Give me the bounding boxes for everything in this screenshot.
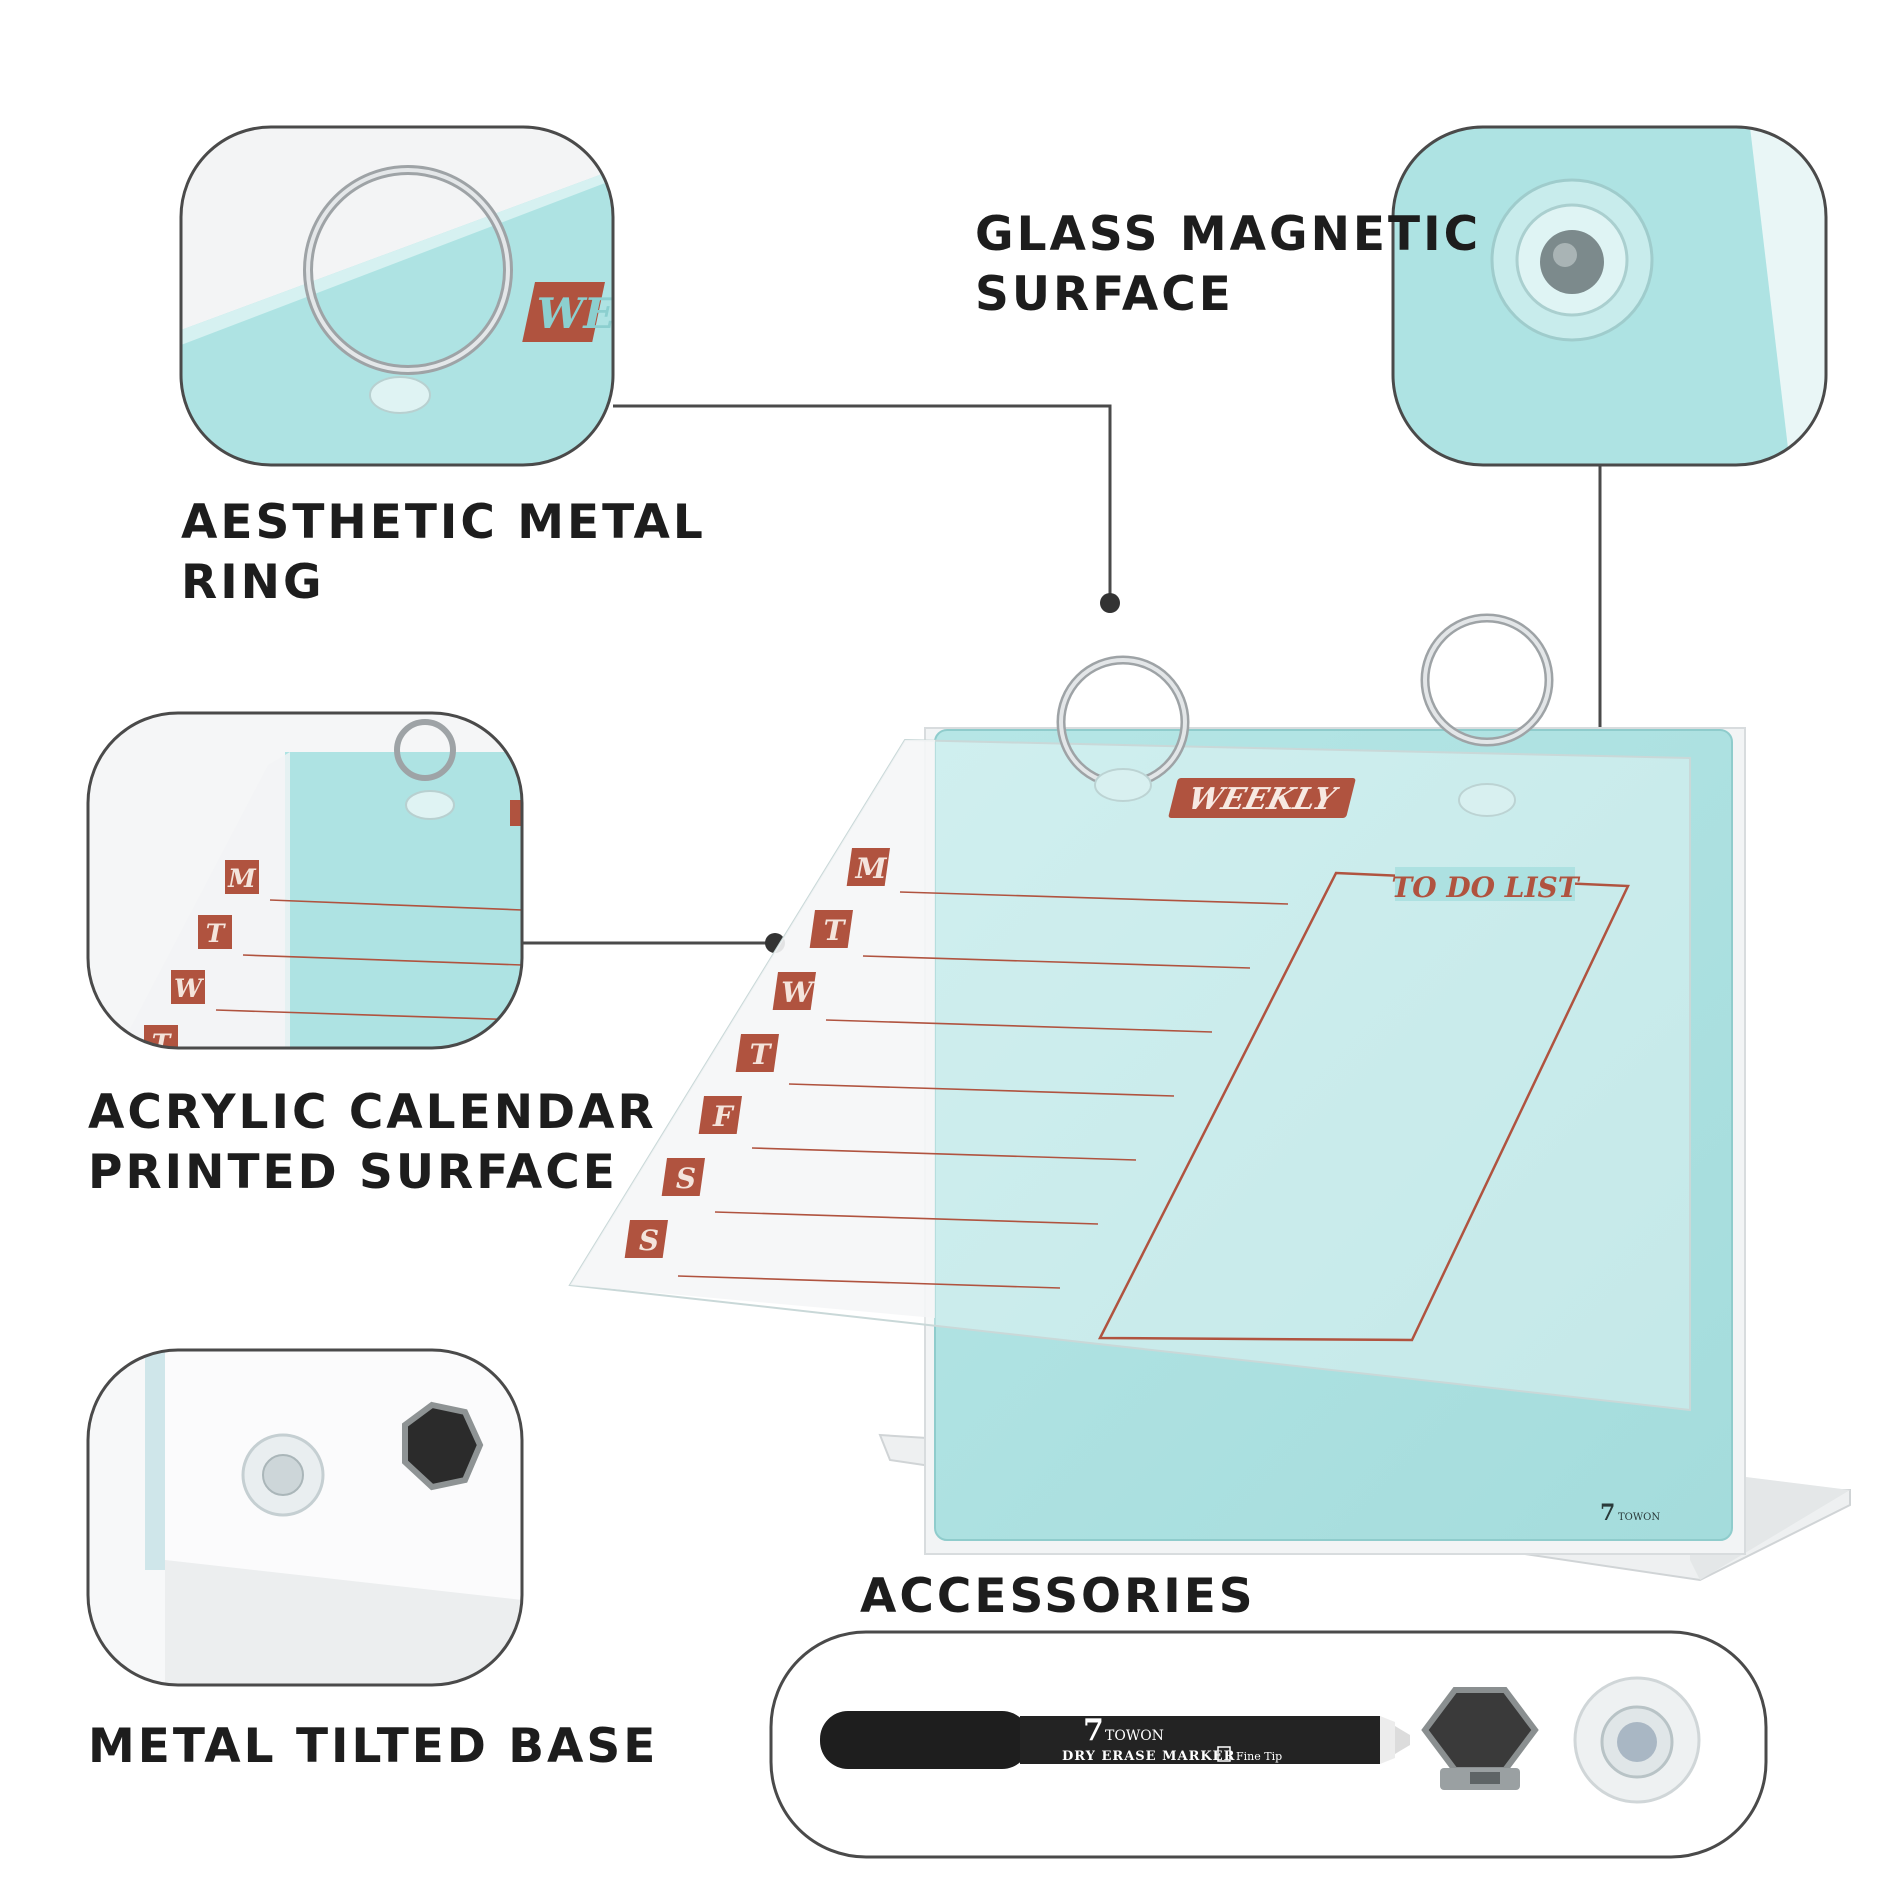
todo-title: TO DO LIST xyxy=(1391,871,1580,904)
day-row: T xyxy=(809,910,1251,969)
marker-label: DRY ERASE MARKER xyxy=(1062,1749,1235,1764)
day-letter: W xyxy=(781,976,815,1009)
callout-day-letter: T xyxy=(206,919,227,948)
label-accessories-line1: ACCESSORIES xyxy=(860,1569,1256,1624)
callout-magnetic-photo xyxy=(1391,125,1828,467)
callout-ring-photo: WE xyxy=(179,125,621,467)
svg-text:WE: WE xyxy=(530,289,621,338)
label-printed-surface: ACRYLIC CALENDAR PRINTED SURFACE xyxy=(88,1083,657,1203)
callout-day-letter: T xyxy=(152,1029,173,1058)
acrylic-sheet-edge xyxy=(570,740,935,1318)
callout-day-row: T xyxy=(198,915,522,966)
board-brand-logo: 7 TOWON xyxy=(1600,1500,1660,1526)
label-metal-ring: AESTHETIC METAL RING xyxy=(181,493,706,613)
label-tilted-base-line1: METAL TILTED BASE xyxy=(88,1719,659,1774)
accessories-box: 7 TOWON DRY ERASE MARKER Fine Tip xyxy=(769,1630,1768,1859)
day-row: M xyxy=(846,848,1289,905)
svg-text:TOWON: TOWON xyxy=(1618,1512,1660,1523)
magnetic-eraser xyxy=(1421,1687,1539,1790)
callout-day-letter: M xyxy=(227,864,257,893)
day-row: S xyxy=(624,1220,1061,1289)
marker-tip: Fine Tip xyxy=(1236,1750,1282,1763)
day-row: T xyxy=(735,1034,1175,1097)
magnetic-button xyxy=(1573,1676,1701,1804)
label-magnetic-surface-line1: GLASS MAGNETIC xyxy=(975,207,1482,262)
callout-day-row: W xyxy=(171,970,522,1021)
todo-box: TO DO LIST xyxy=(1097,867,1630,1342)
label-printed-surface-line2: PRINTED SURFACE xyxy=(88,1145,618,1200)
label-printed-surface-line1: ACRYLIC CALENDAR xyxy=(88,1085,657,1140)
svg-text:7: 7 xyxy=(1600,1500,1615,1526)
connector-lines xyxy=(522,404,1602,945)
day-letter: F xyxy=(712,1100,735,1133)
svg-text:WEEKLY: WEEKLY xyxy=(1184,781,1342,816)
day-row: F xyxy=(698,1096,1137,1161)
day-letter: S xyxy=(676,1162,696,1195)
day-letter: M xyxy=(855,852,888,885)
binder-rings xyxy=(1056,613,1554,817)
label-tilted-base: METAL TILTED BASE xyxy=(88,1717,658,1777)
callout-day-letter: W xyxy=(174,974,205,1003)
label-magnetic-surface: GLASS MAGNETIC SURFACE xyxy=(975,205,1481,325)
marker-brand: TOWON xyxy=(1105,1728,1164,1744)
label-magnetic-surface-line2: SURFACE xyxy=(975,267,1234,322)
callout-day-row: T xyxy=(144,1025,178,1058)
label-metal-ring-line1: AESTHETIC METAL xyxy=(181,495,706,550)
connector-ring xyxy=(613,404,1112,603)
weekly-header: WEEKLY xyxy=(1168,778,1356,818)
day-row: W xyxy=(772,972,1213,1033)
label-metal-ring-line2: RING xyxy=(181,555,325,610)
svg-text:7: 7 xyxy=(1083,1713,1104,1748)
callout-day-row: M xyxy=(225,860,522,911)
callout-base-photo xyxy=(86,1348,524,1687)
label-accessories: ACCESSORIES xyxy=(860,1567,1256,1627)
day-letter: T xyxy=(750,1038,773,1071)
day-letter: T xyxy=(824,914,847,947)
day-letter: S xyxy=(639,1224,659,1257)
dry-erase-marker: 7 TOWON DRY ERASE MARKER Fine Tip xyxy=(820,1711,1410,1769)
day-row: S xyxy=(661,1158,1099,1225)
